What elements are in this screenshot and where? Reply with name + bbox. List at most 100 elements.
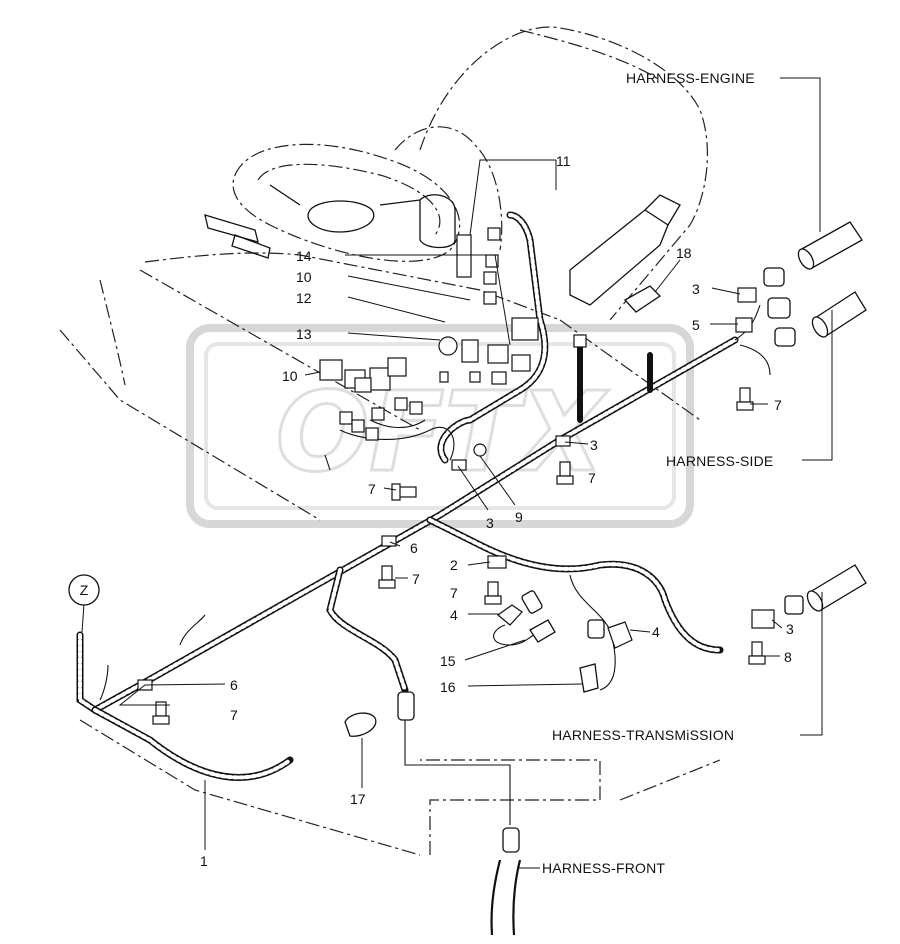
- leader-16: [467, 683, 583, 687]
- wire-relay-loop: [339, 426, 455, 461]
- callout-2: 2: [450, 557, 458, 573]
- wire-left-small: [99, 664, 109, 701]
- callout-3c: 3: [692, 281, 700, 297]
- frame-lower-left: [79, 719, 421, 856]
- relay-block: [409, 401, 423, 415]
- connector-side: [767, 297, 791, 319]
- callout-1: 1: [200, 853, 208, 869]
- fuse-holder: [456, 234, 472, 278]
- label-harness-side: HARNESS-SIDE: [666, 453, 773, 469]
- leader-14: [345, 254, 511, 346]
- callout-8: 8: [784, 649, 792, 665]
- relay-block: [511, 354, 531, 372]
- relay-block: [469, 371, 481, 383]
- clip-3: [451, 459, 467, 471]
- leader-18: [654, 259, 681, 293]
- relay-block: [319, 359, 343, 381]
- leader-4b: [629, 629, 651, 633]
- zone-marker: Z: [68, 574, 100, 606]
- relay-13-cap: [438, 336, 458, 356]
- relay-block: [487, 344, 509, 364]
- clip-2: [487, 555, 507, 569]
- callout-17: 17: [350, 791, 366, 807]
- steering-spoke-a: [269, 184, 301, 206]
- leader-7d: [383, 487, 397, 491]
- clip-3: [751, 609, 775, 629]
- callout-15: 15: [440, 653, 456, 669]
- bolt-9: [473, 443, 487, 457]
- bolt-7: [378, 565, 396, 589]
- leader-10b: [304, 371, 321, 376]
- wire-engine-side-2: [739, 344, 771, 376]
- callout-7e: 7: [412, 571, 420, 587]
- relay-block: [339, 411, 353, 425]
- bolt-7: [152, 701, 170, 725]
- connector-front-2: [502, 827, 520, 853]
- operator-parts: [204, 184, 681, 306]
- clip-6: [381, 535, 397, 547]
- callout-4b: 4: [652, 624, 660, 640]
- zone-marker-circle: [68, 574, 100, 606]
- lever-left: [204, 214, 259, 243]
- callout-7b: 7: [588, 470, 596, 486]
- bolt-7: [484, 581, 502, 605]
- relay-block: [511, 317, 539, 341]
- callout-11: 11: [556, 153, 571, 169]
- leader-harness-engine: [780, 77, 821, 232]
- sensor-15: [529, 619, 556, 643]
- callout-7d: 7: [368, 481, 376, 497]
- callout-12: 12: [296, 290, 312, 306]
- leader-z: [81, 603, 85, 633]
- bolt-7: [736, 387, 754, 411]
- callout-18: 18: [676, 245, 692, 261]
- steering-column: [419, 194, 456, 249]
- callout-4a: 4: [450, 607, 458, 623]
- harness-stubs: [797, 221, 867, 612]
- frame-line-upper: [139, 269, 421, 431]
- watermark: OFTX: [186, 324, 694, 528]
- seat-back-line: [519, 29, 661, 81]
- sensor-18: [623, 285, 662, 313]
- hood-line-left: [99, 279, 126, 386]
- harness-front-drop-wrap: [327, 568, 407, 692]
- connector-engine: [763, 267, 785, 287]
- connector-trans-3: [784, 595, 804, 615]
- callout-3a: 3: [590, 437, 598, 453]
- leader-3c: [711, 287, 741, 295]
- callout-6a: 6: [410, 540, 418, 556]
- leader-9: [479, 455, 516, 506]
- connector-trans-2: [587, 619, 605, 639]
- control-box-right-top: [644, 194, 681, 226]
- harness-transmission-branch: [426, 516, 724, 654]
- tractor-outline: [59, 26, 721, 856]
- callout-10a: 10: [296, 269, 312, 285]
- callout-7c: 7: [230, 707, 238, 723]
- relay-block: [387, 357, 407, 377]
- connector-trans: [521, 590, 543, 614]
- seat-outline: [419, 26, 709, 321]
- callout-9: 9: [515, 509, 523, 525]
- frame-lower-right: [619, 759, 721, 801]
- bolt-8: [748, 641, 766, 665]
- callouts: 1 2 3 3 3 3 4 4 5 6 6 7 7 7 7 7 7 8 9 10…: [200, 153, 794, 869]
- label-harness-engine: HARNESS-ENGINE: [626, 70, 755, 86]
- connector-front: [397, 691, 415, 721]
- fender-outline: [394, 126, 503, 251]
- relay-block: [573, 334, 587, 348]
- leader-3d: [771, 619, 783, 629]
- relay-block: [371, 407, 385, 421]
- leader-6b: [118, 683, 226, 706]
- relay-block: [369, 367, 391, 391]
- bolt-7: [556, 461, 574, 485]
- clip-4: [497, 604, 523, 626]
- leader-6a: [389, 541, 401, 547]
- wire-relay-loop-2: [369, 419, 426, 429]
- relay-block: [483, 291, 497, 305]
- clip-4: [607, 621, 633, 649]
- clip-3: [555, 435, 571, 447]
- harness-front-cable-2: [512, 859, 522, 936]
- label-harness-transmission: HARNESS-TRANSMiSSION: [552, 727, 734, 743]
- wire-front-drop: [404, 720, 511, 825]
- leader-3b: [457, 465, 489, 511]
